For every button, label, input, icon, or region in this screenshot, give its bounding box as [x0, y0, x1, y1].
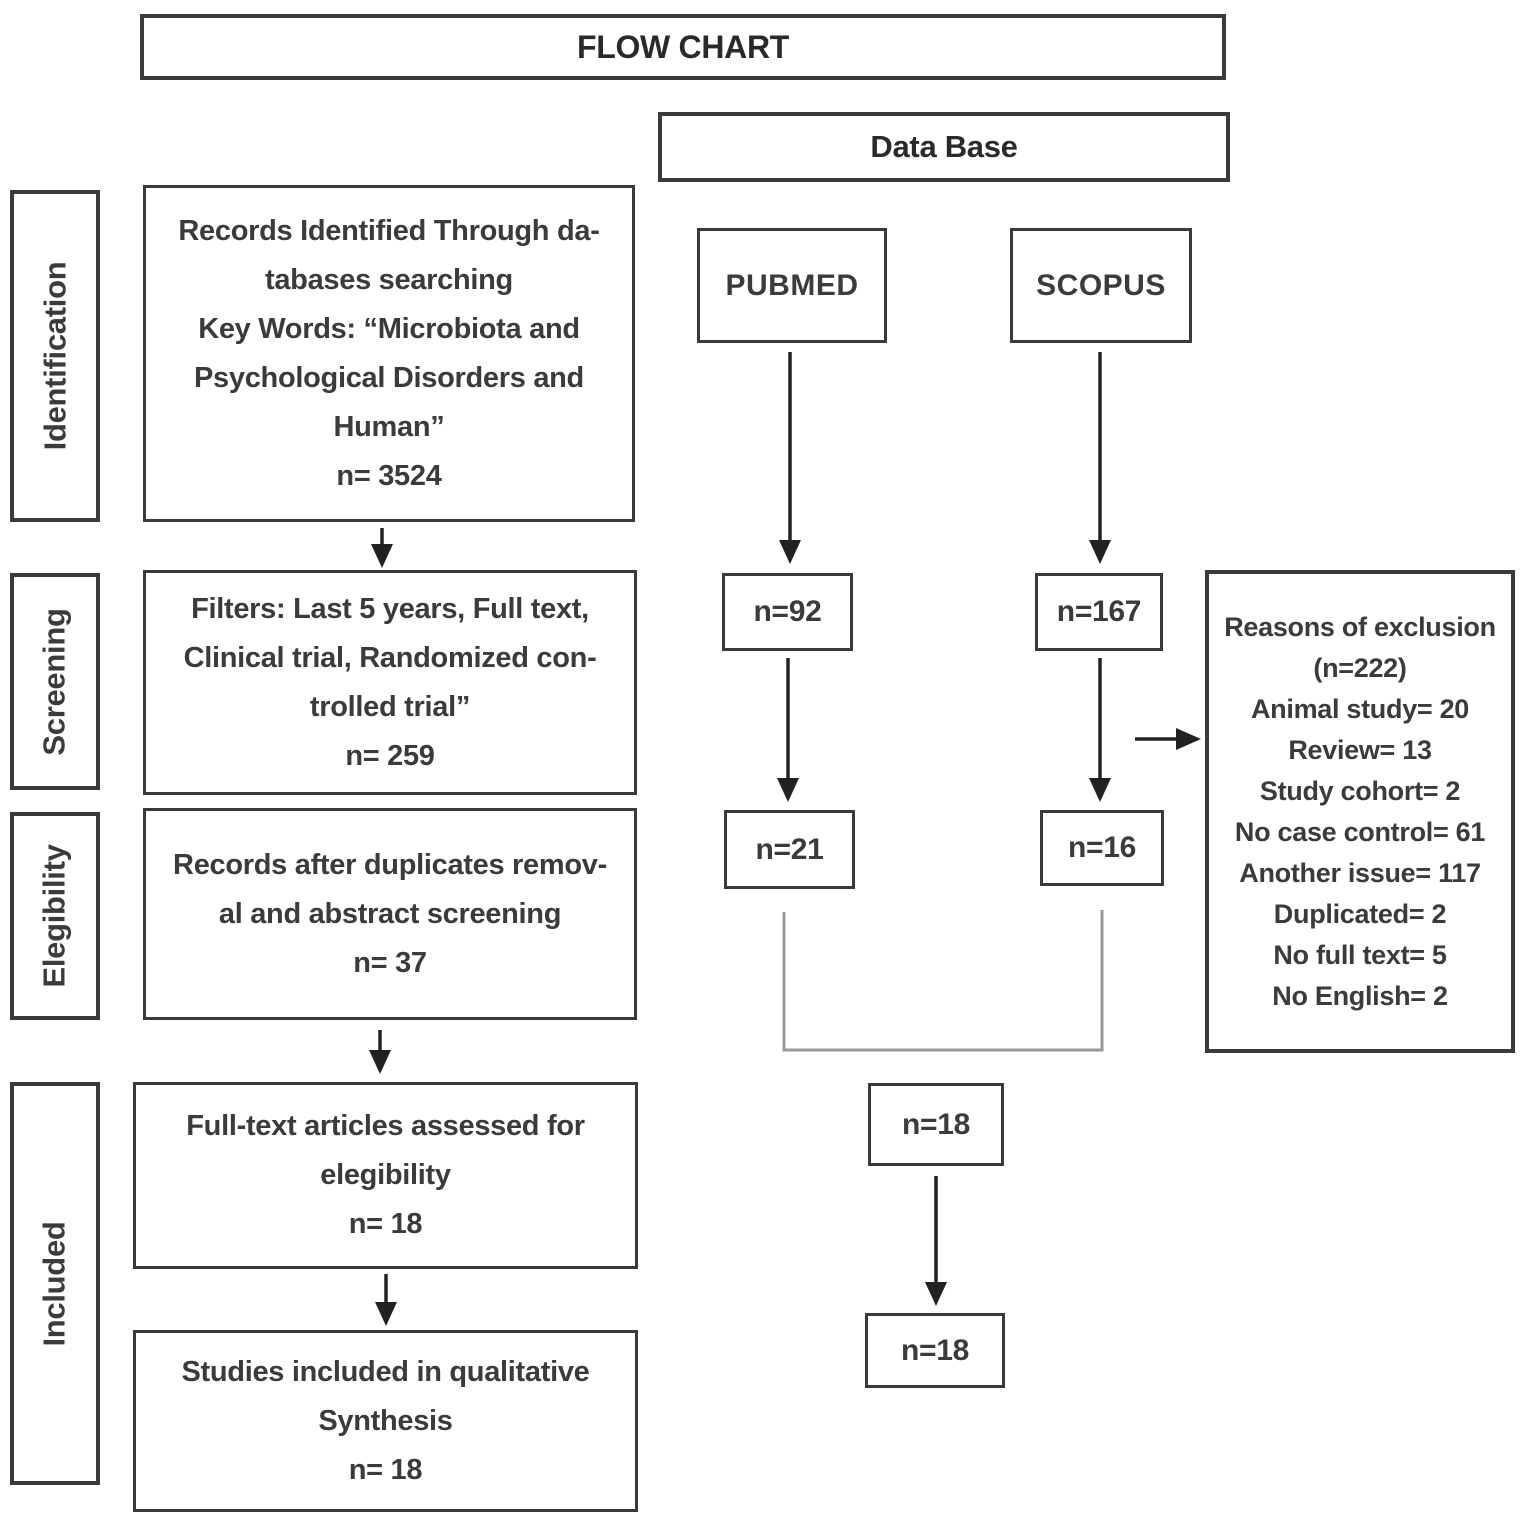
connector-merge-line	[782, 910, 1104, 1052]
node-scopus-n167: n=167	[1035, 573, 1163, 651]
arrow-identification-to-screening	[371, 528, 393, 568]
pubmed-n21-value: n=21	[755, 832, 824, 866]
exclusion-reasons-text: Reasons of exclusion(n=222)Animal study=…	[1224, 611, 1496, 1011]
flow-chart-title: FLOW CHART	[140, 14, 1226, 80]
database-header: Data Base	[658, 112, 1230, 182]
scopus-label: SCOPUS	[1036, 268, 1166, 302]
duplicates-removed-text: Records after duplicates remov-al and ab…	[173, 848, 607, 979]
arrow-scopus-to-n167	[1089, 352, 1111, 564]
pubmed-n92-value: n=92	[753, 595, 822, 628]
sidebar-stage-elegibility: Elegibility	[10, 812, 100, 1020]
arrow-n92-to-n21	[777, 658, 799, 802]
node-records-identified: Records Identified Through da-tabases se…	[143, 185, 635, 522]
node-scopus: SCOPUS	[1010, 228, 1192, 343]
scopus-n167-value: n=167	[1056, 595, 1142, 628]
arrow-fulltext-to-included	[375, 1274, 397, 1326]
pubmed-label: PUBMED	[725, 268, 859, 302]
node-exclusion-reasons: Reasons of exclusion(n=222)Animal study=…	[1205, 570, 1515, 1053]
node-final-n18: n=18	[865, 1313, 1005, 1388]
filters-text: Filters: Last 5 years, Full text,Clinica…	[183, 592, 597, 772]
sidebar-stage-screening: Screening	[10, 573, 100, 790]
merged-n18-value: n=18	[901, 1107, 970, 1141]
sidebar-stage-identification: Identification	[10, 190, 100, 522]
identification-label: Identification	[37, 261, 72, 451]
arrow-to-exclusion	[1135, 728, 1201, 750]
arrow-elegibility-to-fulltext	[369, 1030, 391, 1074]
sidebar-stage-included: Included	[10, 1082, 100, 1485]
arrow-n18-to-n18	[925, 1176, 947, 1306]
arrow-n167-to-n16	[1089, 658, 1111, 802]
node-pubmed: PUBMED	[697, 228, 887, 343]
included-label: Included	[37, 1220, 72, 1347]
screening-label: Screening	[37, 607, 72, 756]
elegibility-label: Elegibility	[37, 844, 72, 988]
node-filters: Filters: Last 5 years, Full text,Clinica…	[143, 570, 637, 795]
node-pubmed-n21: n=21	[724, 810, 855, 889]
flow-chart-title-label: FLOW CHART	[576, 28, 790, 65]
arrow-pubmed-to-n92	[779, 352, 801, 564]
scopus-n16-value: n=16	[1067, 831, 1136, 864]
node-duplicates-removed: Records after duplicates remov-al and ab…	[143, 808, 637, 1020]
database-header-label: Data Base	[870, 129, 1018, 164]
final-n18-value: n=18	[900, 1333, 969, 1367]
records-identified-text: Records Identified Through da-tabases se…	[178, 214, 600, 492]
node-merged-n18: n=18	[868, 1083, 1004, 1166]
node-scopus-n16: n=16	[1040, 810, 1164, 886]
node-pubmed-n92: n=92	[722, 573, 853, 651]
